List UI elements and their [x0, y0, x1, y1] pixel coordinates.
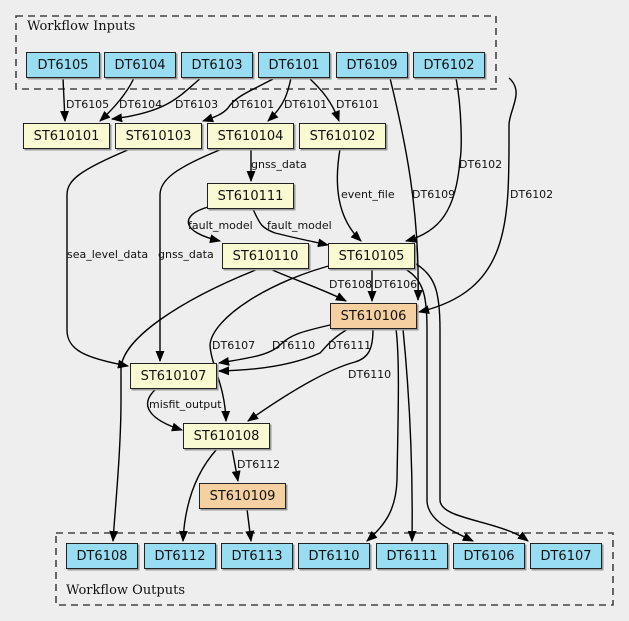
edge-st610105-to-st610108: [209, 262, 341, 423]
step-node-st610106[interactable]: ST610106: [330, 303, 417, 329]
step-node-st610104[interactable]: ST610104: [207, 123, 294, 149]
edge-label: DT6102: [510, 188, 553, 201]
edge-st610106-to-st610108: [247, 328, 374, 422]
edge-dt6101-to-st610103: [201, 77, 276, 123]
edge-dt6105-to-st610101: [60, 77, 70, 123]
edge-st610108-to-dt6112: [179, 448, 218, 543]
edge-label: gnss_data: [251, 158, 307, 171]
data-node-dt6103[interactable]: DT6103: [181, 52, 253, 78]
edge-label: gnss_data: [158, 248, 214, 261]
edge-label: DT6102: [459, 158, 502, 171]
edge-label: misfit_output: [149, 398, 222, 411]
edge-label: DT6110: [272, 339, 315, 352]
step-node-st610107[interactable]: ST610107: [130, 363, 217, 389]
outputs-cluster-label: Workflow Outputs: [66, 583, 185, 598]
step-node-st610102[interactable]: ST610102: [299, 123, 386, 149]
step-node-st610101[interactable]: ST610101: [23, 123, 110, 149]
edge-label: DT6101: [231, 98, 274, 111]
edge-label: DT6112: [237, 458, 280, 471]
edge-st610109-to-dt6113: [245, 508, 255, 543]
data-node-dt6106[interactable]: DT6106: [453, 543, 525, 569]
step-node-st610110[interactable]: ST610110: [222, 243, 309, 269]
edge-label: fault_model: [267, 219, 332, 232]
edge-label: fault_model: [188, 219, 253, 232]
edge-st610111-to-st610110: [187, 206, 222, 244]
edge-label: DT6109: [412, 188, 455, 201]
edge-dt6101-to-st610102: [308, 77, 340, 123]
data-node-dt6113[interactable]: DT6113: [221, 543, 293, 569]
edge-label: sea_level_data: [67, 248, 148, 261]
data-node-dt6104[interactable]: DT6104: [104, 52, 176, 78]
step-node-st610111[interactable]: ST610111: [207, 183, 294, 209]
data-node-dt6109[interactable]: DT6109: [336, 52, 408, 78]
inputs-cluster-label: Workflow Inputs: [27, 19, 136, 34]
edge-st610103-to-st610107: [155, 148, 223, 363]
edge-st610106-to-st610107: [217, 328, 349, 376]
edge-label: DT6101: [284, 98, 327, 111]
data-node-dt6111[interactable]: DT6111: [376, 543, 448, 569]
edge-label: DT6111: [328, 339, 371, 352]
edge-st610105-to-dt6106: [404, 268, 475, 542]
step-node-st610103[interactable]: ST610103: [115, 123, 202, 149]
edge-label: DT6110: [348, 368, 391, 381]
edge-st610111-to-st610105: [252, 208, 330, 248]
edge-label: DT6103: [175, 98, 218, 111]
edge-dt6102-to-st610106: [417, 77, 517, 315]
edge-label: DT6107: [212, 339, 255, 352]
edge-dt6104-to-st610101: [99, 77, 135, 122]
data-node-dt6112[interactable]: DT6112: [144, 543, 216, 569]
data-node-dt6108[interactable]: DT6108: [66, 543, 138, 569]
step-node-st610109[interactable]: ST610109: [199, 483, 286, 509]
step-node-st610105[interactable]: ST610105: [328, 243, 415, 269]
edge-dt6102-to-st610105: [404, 77, 462, 243]
edge-st610106-to-st610107: [217, 324, 331, 366]
data-node-dt6101[interactable]: DT6101: [258, 52, 330, 78]
data-node-dt6102[interactable]: DT6102: [413, 52, 485, 78]
data-node-dt6105[interactable]: DT6105: [26, 52, 100, 78]
edge-st610108-to-st610109: [231, 448, 241, 483]
edge-label: DT6101: [336, 98, 379, 111]
edge-st610107-to-st610108: [146, 388, 184, 432]
step-node-st610108[interactable]: ST610108: [183, 423, 270, 449]
edge-st610102-to-st610105: [336, 148, 362, 242]
edge-label: DT6105: [66, 98, 109, 111]
edge-dt6109-to-st610106: [389, 77, 423, 302]
edge-st610105-to-dt6107: [412, 261, 529, 542]
edge-st610110-to-dt6108: [109, 268, 259, 543]
outputs-cluster-border: [55, 532, 614, 606]
edge-st610110-to-st610106: [269, 268, 347, 302]
inputs-cluster-border: [15, 15, 497, 90]
edge-label: event_file: [341, 188, 395, 201]
data-node-dt6110[interactable]: DT6110: [298, 543, 370, 569]
edge-dt6101-to-st610104: [267, 77, 292, 122]
data-node-dt6107[interactable]: DT6107: [530, 543, 602, 569]
edge-label: DT6108: [329, 278, 372, 291]
edge-dt6103-to-st610101: [110, 77, 202, 123]
edge-st610101-to-st610107: [66, 148, 131, 369]
edge-label: DT6106: [374, 278, 417, 291]
edge-label: DT6104: [119, 98, 162, 111]
edge-st610106-to-dt6111: [402, 328, 417, 543]
edge-st610106-to-dt6110: [366, 328, 400, 542]
